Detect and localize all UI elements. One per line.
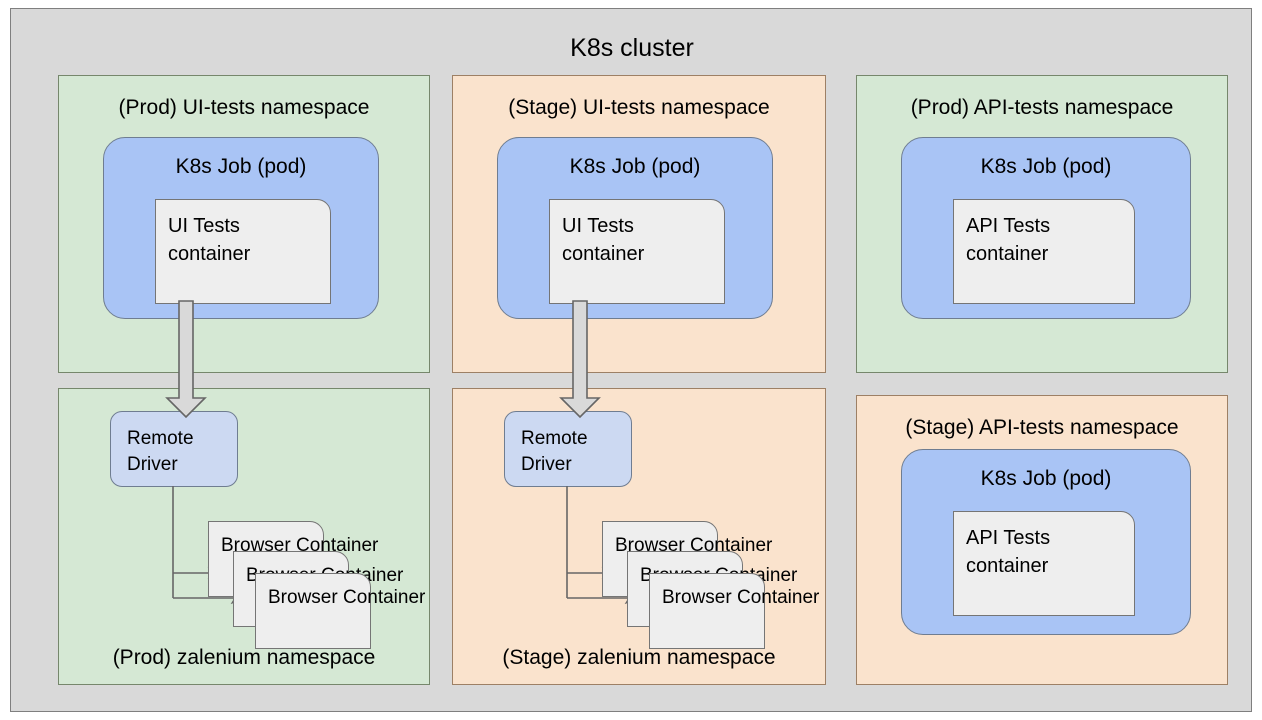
- namespace-label: (Stage) zalenium namespace: [502, 646, 776, 669]
- browser-container-3: Browser Container: [255, 573, 425, 649]
- browser-line-1: Browser: [268, 587, 338, 608]
- pod-prod-ui-tests: K8s Job (pod) UI Tests container: [103, 137, 379, 319]
- namespace-prod-api-tests: (Prod) API-tests namespace K8s Job (pod)…: [856, 75, 1228, 373]
- driver-line-2: Driver: [521, 454, 572, 475]
- driver-line-2: Driver: [127, 454, 178, 475]
- browser-line-2: Container: [295, 535, 379, 556]
- container-line-2: container: [562, 243, 645, 265]
- pod-title: K8s Job (pod): [175, 155, 307, 178]
- namespace-stage-zalenium: (Stage) zalenium namespace Remote Driver…: [452, 388, 826, 685]
- driver-line-1: Remote: [127, 428, 194, 449]
- container-api-tests: API Tests container: [953, 511, 1135, 616]
- container-ui-tests: UI Tests container: [549, 199, 725, 304]
- container-line-1: API Tests: [966, 215, 1051, 237]
- driver-line-1: Remote: [521, 428, 588, 449]
- container-line-2: container: [966, 555, 1049, 577]
- namespace-label: (Prod) UI-tests namespace: [118, 96, 370, 119]
- container-line-2: container: [966, 243, 1049, 265]
- pod-title: K8s Job (pod): [980, 155, 1112, 178]
- namespace-label: (Stage) API-tests namespace: [905, 416, 1179, 439]
- container-line-1: UI Tests: [168, 215, 240, 237]
- namespace-stage-ui-tests: (Stage) UI-tests namespace K8s Job (pod)…: [452, 75, 826, 373]
- browser-container-3: Browser Container: [649, 573, 819, 649]
- browser-line-2: Container: [342, 587, 426, 608]
- browser-line-1: Browser: [615, 535, 685, 556]
- namespace-label: (Prod) API-tests namespace: [910, 96, 1174, 119]
- container-line-1: UI Tests: [562, 215, 634, 237]
- browser-line-2: Container: [689, 535, 773, 556]
- pod-title: K8s Job (pod): [569, 155, 701, 178]
- namespace-prod-ui-tests: (Prod) UI-tests namespace K8s Job (pod) …: [58, 75, 430, 373]
- pod-prod-api-tests: K8s Job (pod) API Tests container: [901, 137, 1191, 319]
- browser-line-1: Browser: [221, 535, 291, 556]
- pod-stage-api-tests: K8s Job (pod) API Tests container: [901, 449, 1191, 635]
- browser-line-1: Browser: [662, 587, 732, 608]
- namespace-prod-zalenium: (Prod) zalenium namespace Remote Driver …: [58, 388, 430, 685]
- pod-title: K8s Job (pod): [980, 467, 1112, 490]
- container-line-2: container: [168, 243, 251, 265]
- container-api-tests: API Tests container: [953, 199, 1135, 304]
- browser-line-2: Container: [736, 587, 820, 608]
- container-ui-tests: UI Tests container: [155, 199, 331, 304]
- namespace-stage-api-tests: (Stage) API-tests namespace K8s Job (pod…: [856, 395, 1228, 685]
- remote-driver-stage: Remote Driver: [504, 411, 632, 487]
- remote-driver-prod: Remote Driver: [110, 411, 238, 487]
- cluster-title: K8s cluster: [570, 34, 694, 62]
- namespace-label: (Stage) UI-tests namespace: [508, 96, 770, 119]
- namespace-label: (Prod) zalenium namespace: [112, 646, 376, 669]
- container-line-1: API Tests: [966, 527, 1051, 549]
- pod-stage-ui-tests: K8s Job (pod) UI Tests container: [497, 137, 773, 319]
